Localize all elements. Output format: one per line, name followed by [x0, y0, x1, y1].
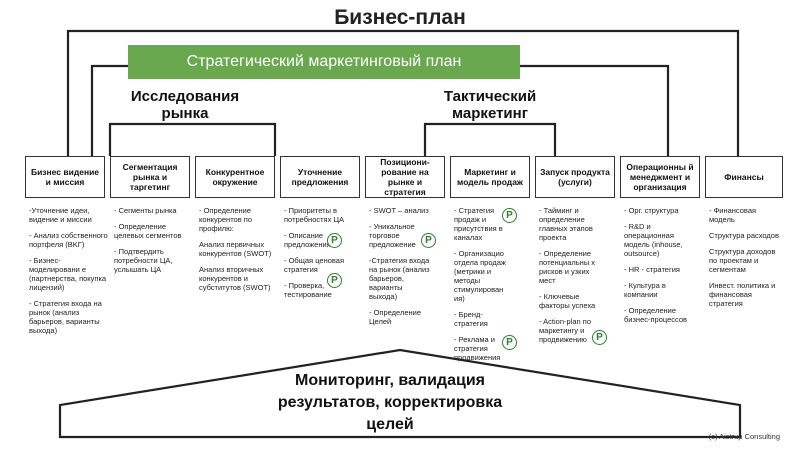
list-item: - Орг. структура — [624, 206, 679, 215]
monitoring-text: Мониторинг, валидация результатов, корре… — [190, 370, 590, 436]
header-offer: Уточнение предложения — [280, 156, 360, 198]
list-item: - Анализ собственного портфеля (BKГ) — [29, 231, 108, 249]
list-item: Анализ первичных конкурентов (SWOT) — [199, 240, 272, 258]
header-finance: Финансы — [705, 156, 783, 198]
group-tactical: Тактический маркетинг — [443, 88, 537, 122]
list-item: - Определение целевых сегментов — [114, 222, 182, 240]
list-item: - Ключевые факторы успеха — [539, 292, 596, 310]
monitoring-line: Мониторинг, валидация — [294, 372, 485, 389]
research-bracket — [108, 122, 277, 156]
list-item: - R&D и операционная модель (inhouse, ou… — [624, 222, 683, 258]
p-badge: P — [327, 273, 342, 288]
list-item: - Подтвердить потребности ЦА, услышать Ц… — [114, 247, 173, 274]
list-item: - Сегменты рынка — [114, 206, 177, 215]
monitoring-line: целей — [366, 416, 414, 433]
header-competition: Конкурентное окружение — [195, 156, 275, 198]
group-research: Исследования рынка — [130, 88, 240, 122]
business-plan-bracket — [66, 29, 740, 156]
list-item: - Уникальное торговое предложение — [369, 222, 416, 249]
header-sales-model: Маркетинг и модель продаж — [450, 156, 530, 198]
list-item: - Реклама и стратегия продвижения — [454, 335, 501, 362]
p-badge: P — [592, 330, 607, 345]
column-offer: - Приоритеты в потребностях ЦА - Описани… — [284, 206, 346, 306]
column-positioning: - SWOT – анализ - Уникальное торговое пр… — [369, 206, 431, 333]
strategic-plan-banner: Стратегический маркетинговый план — [128, 45, 520, 79]
column-segmentation: - Сегменты рынка - Определение целевых с… — [114, 206, 194, 281]
list-item: - Action-plan по маркетингу и продвижени… — [539, 317, 592, 344]
list-item: - Приоритеты в потребностях ЦА — [284, 206, 344, 224]
list-item: - Определение потенциальны х рисков и уз… — [539, 249, 596, 285]
copyright-credit: (c) Aistrup Consulting — [708, 432, 780, 441]
list-item: - Определение Целей — [369, 308, 422, 326]
list-item: - Тайминг и определение главных этапов п… — [539, 206, 593, 242]
list-item: - Определение конкурентов по профилю: — [199, 206, 253, 233]
list-item: - SWOT – анализ — [369, 206, 429, 215]
list-item: Структура доходов по проектам и сегмента… — [709, 247, 776, 274]
header-segmentation: Сегментация рынка и таргетинг — [110, 156, 190, 198]
list-item: - Культура в компании — [624, 281, 666, 299]
column-vision: -Уточнение идеи, видение и миссии - Анал… — [29, 206, 109, 342]
list-item: - Определение бизнес-процессов — [624, 306, 688, 324]
monitoring-line: результатов, корректировка — [277, 394, 503, 411]
list-item: -Уточнение идеи, видение и миссии — [29, 206, 92, 224]
column-finance: - Финансовая модель Структура расходов С… — [709, 206, 783, 315]
column-sales-model: - Стратегия продаж и присутствия в канал… — [454, 206, 512, 369]
header-vision: Бизнес видение и миссия — [25, 156, 105, 198]
list-item: - Финансовая модель — [709, 206, 757, 224]
list-item: - HR - стратегия — [624, 265, 680, 274]
list-item: Анализ вторичных конкурентов и субститут… — [199, 265, 271, 292]
list-item: - Общая ценовая стратегия — [284, 256, 345, 274]
list-item: - Стратегия продаж и присутствия в канал… — [454, 206, 503, 242]
header-positioning: Позициони-рование на рынке и стратегия — [365, 156, 445, 198]
monitoring-arrow — [58, 348, 742, 439]
list-item: - Бизнес-моделировани е (партнерства, по… — [29, 256, 107, 292]
list-item: - Стратегия входа на рынок (анализ барье… — [29, 299, 102, 335]
header-operations: Операционны й менеджмент и организация — [620, 156, 700, 198]
p-badge: P — [502, 335, 517, 350]
tactical-bracket — [423, 122, 557, 156]
header-launch: Запуск продукта (услуги) — [535, 156, 615, 198]
list-item: Инвест. политика и финансовая стратегия — [709, 281, 776, 308]
strategic-bracket-right — [520, 64, 670, 156]
list-item: Структура расходов — [709, 231, 779, 240]
strategic-bracket-left — [90, 64, 128, 156]
list-item: - Проверка, тестирование — [284, 281, 332, 299]
p-badge: P — [421, 233, 436, 248]
column-competition: - Определение конкурентов по профилю: Ан… — [199, 206, 279, 299]
list-item: - Организацио отдела продаж (метрики и м… — [454, 249, 506, 303]
page-title: Бизнес-план — [334, 6, 466, 29]
list-item: - Описание предложения — [284, 231, 331, 249]
p-badge: P — [327, 233, 342, 248]
p-badge: P — [502, 208, 517, 223]
list-item: -Стратегия входа на рынок (анализ барьер… — [369, 256, 430, 301]
column-launch: - Тайминг и определение главных этапов п… — [539, 206, 603, 351]
column-operations: - Орг. структура - R&D и операционная мо… — [624, 206, 698, 331]
list-item: - Бренд-стратегия — [454, 310, 488, 328]
